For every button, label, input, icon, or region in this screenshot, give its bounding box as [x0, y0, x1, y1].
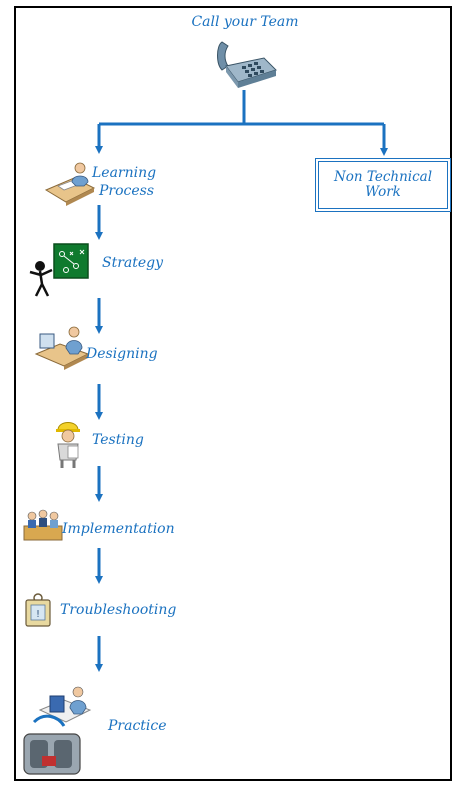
badge-icon: ! — [25, 593, 51, 627]
step-learning-line-1: Learning — [92, 165, 157, 181]
non-technical-line-1: Non Technical — [333, 169, 433, 185]
diagram-frame — [14, 6, 452, 781]
step-strategy-label: Strategy — [102, 255, 164, 271]
step-learning-line-2: Process — [99, 183, 155, 199]
step-testing-label: Testing — [92, 432, 144, 448]
desk-worker-icon — [44, 162, 96, 206]
call-team-title: Call your Team — [191, 14, 299, 30]
worker-icon — [56, 422, 80, 468]
strategy-board-icon — [29, 243, 89, 297]
step-troubleshooting-label: Troubleshooting — [60, 602, 177, 618]
step-practice-label: Practice — [108, 718, 167, 734]
step-designing-label: Designing — [86, 346, 158, 362]
step-implementation-label: Implementation — [62, 521, 175, 537]
team-meeting-icon — [23, 509, 63, 541]
non-technical-line-2: Work — [365, 184, 401, 200]
non-technical-work-box: Non Technical Work — [318, 161, 448, 209]
svg-text:!: ! — [36, 609, 40, 620]
designer-icon — [34, 326, 90, 370]
telephone-icon — [217, 41, 277, 88]
practice-workstation-icon — [23, 686, 92, 775]
